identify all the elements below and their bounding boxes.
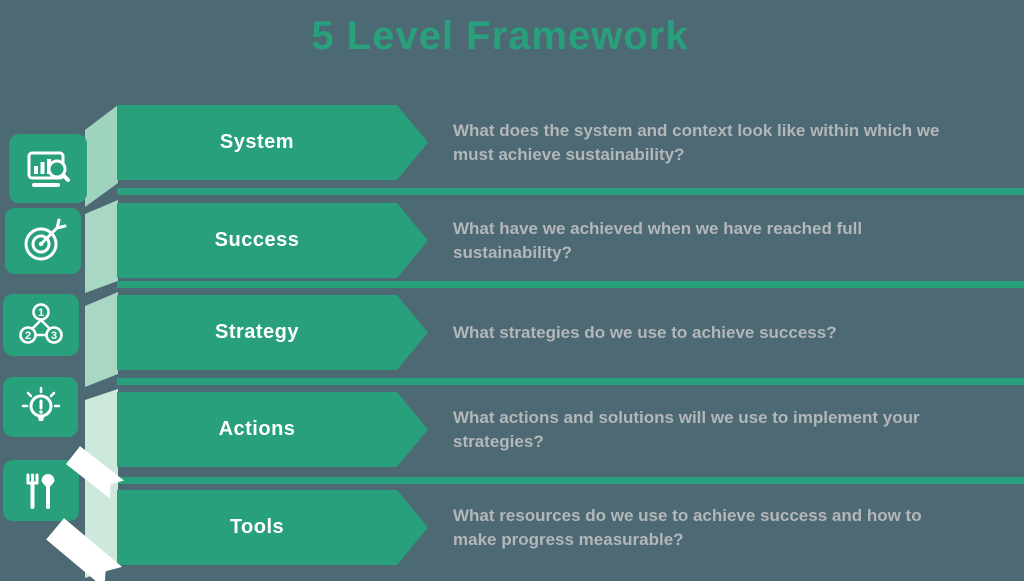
svg-text:2: 2 <box>25 330 31 342</box>
target-arrow-icon <box>24 218 67 261</box>
level-question-success: What have we achieved when we have reach… <box>453 203 963 278</box>
lightbulb-idea-icon <box>21 386 60 421</box>
diagram-title: 5 Level Framework <box>311 14 689 58</box>
row-divider <box>117 281 1024 288</box>
level-arrow-strategy: Strategy <box>117 295 428 370</box>
level-icon-tile-tools <box>3 460 79 521</box>
level-arrow-actions: Actions <box>117 392 428 467</box>
level-icon-tile-strategy: 1 2 3 <box>3 294 79 356</box>
svg-text:1: 1 <box>38 307 44 319</box>
monitor-analytics-icon <box>27 151 70 187</box>
row-divider <box>117 477 1024 484</box>
level-label: System <box>219 131 295 153</box>
level-label: Actions <box>218 418 296 440</box>
ribbon-fold <box>85 200 118 293</box>
level-label: Success <box>214 229 300 251</box>
level-label: Strategy <box>214 321 300 343</box>
level-icon-tile-system <box>9 134 87 203</box>
svg-text:3: 3 <box>51 330 57 342</box>
row-divider <box>117 188 1024 195</box>
level-arrow-tools: Tools <box>117 490 428 565</box>
level-arrow-success: Success <box>117 203 428 278</box>
level-question-tools: What resources do we use to achieve succ… <box>453 490 963 565</box>
level-label: Tools <box>229 516 285 538</box>
level-icon-tile-actions <box>3 377 78 437</box>
ribbon-fold <box>85 105 118 207</box>
garden-tools-icon <box>26 473 55 509</box>
question-text: What strategies do we use to achieve suc… <box>453 322 837 342</box>
question-text: What have we achieved when we have reach… <box>453 218 863 262</box>
level-question-actions: What actions and solutions will we use t… <box>453 392 963 467</box>
question-text: What does the system and context look li… <box>453 120 940 164</box>
level-arrow-system: System <box>117 105 428 180</box>
level-icon-tile-success <box>5 208 81 274</box>
ribbon-fold <box>85 292 118 387</box>
question-text: What resources do we use to achieve succ… <box>453 505 922 549</box>
level-question-system: What does the system and context look li… <box>453 105 963 180</box>
numbered-options-icon: 1 2 3 <box>19 303 63 344</box>
row-divider <box>117 378 1024 385</box>
level-question-strategy: What strategies do we use to achieve suc… <box>453 295 963 370</box>
question-text: What actions and solutions will we use t… <box>453 407 920 451</box>
